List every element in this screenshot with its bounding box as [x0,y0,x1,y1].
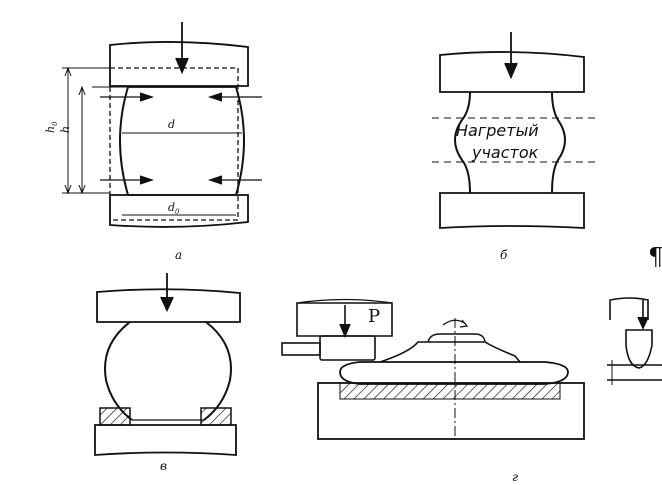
disc-hub [379,341,521,363]
panel-g-labels: P г [368,306,518,484]
caption-v: в [160,459,167,473]
upset-workpiece [119,86,245,196]
caption-a: а [175,248,182,262]
label-d0: d0 [168,201,180,216]
hot-zone-label-line1: Нагретый [456,121,539,140]
rotating-disc [339,361,569,385]
label-d: d [168,118,175,131]
bottom-die [109,194,249,228]
restraining-ring-right [200,407,232,426]
restraining-ring-left [99,407,131,426]
caption-b: б [500,248,508,262]
top-die [439,51,585,93]
initial-blank-outline [109,67,239,221]
caption-g: г [512,470,518,484]
panel-g [281,298,585,440]
force-label: P [368,306,380,327]
top-die [109,41,249,87]
panel-a-labels: h0 h d d0 а [44,118,182,262]
panel-v [94,273,241,456]
top-die [96,288,241,323]
label-h0: h0 [44,121,59,133]
bottom-die [94,424,237,456]
flow-arrows [100,92,262,185]
roller-tool [319,335,376,361]
paragraph-mark: ¶ [648,243,662,271]
cropped-fragment [607,297,662,385]
label-h: h [59,126,72,133]
panel-b [432,32,598,229]
feed-shaft [281,342,321,356]
panel-a [62,22,262,228]
tool-holder [296,302,393,337]
necked-workpiece [454,91,566,194]
bottom-die [439,192,585,229]
hot-zone-label-line2: участок [471,143,539,162]
bulged-workpiece [104,321,232,421]
panel-b-labels: Нагретый участок б [456,121,539,262]
